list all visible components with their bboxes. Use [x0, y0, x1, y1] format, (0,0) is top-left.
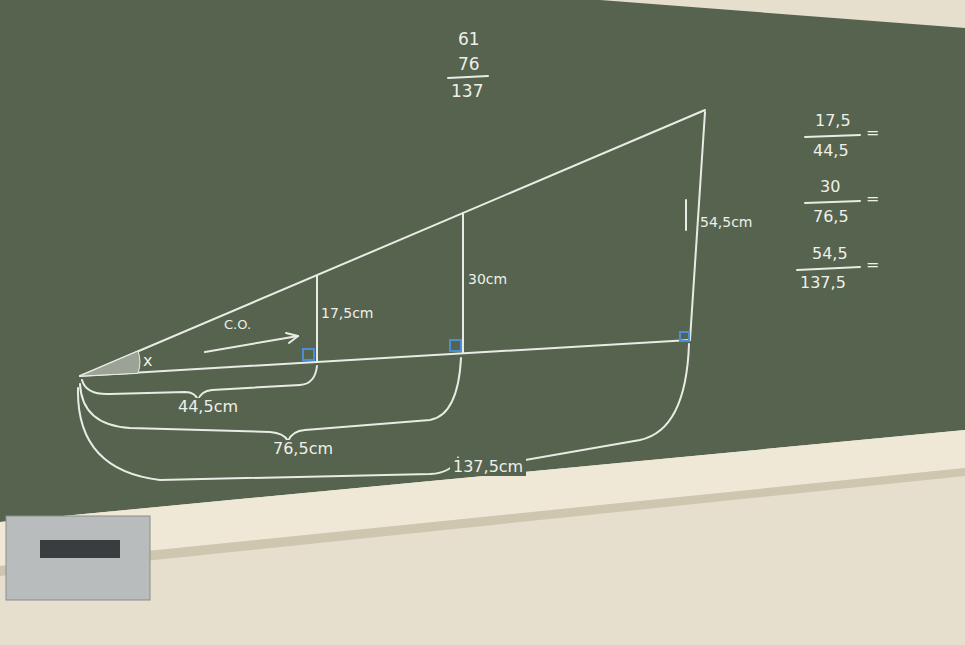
chalk-label: 137	[451, 82, 483, 101]
chalk-label: 76,5	[813, 208, 849, 226]
chalk-label: 137,5cm	[450, 458, 526, 476]
chalk-label: =	[866, 190, 879, 208]
chalk-label: 30	[820, 178, 840, 196]
chalk-label: 44,5	[813, 142, 849, 160]
chalk-label: C.O.	[224, 318, 251, 332]
chalk-label: 17,5cm	[321, 306, 374, 321]
chalk-label: 76,5cm	[270, 440, 336, 458]
chalk-label: 76	[458, 55, 480, 74]
chalk-label: 137,5	[800, 274, 846, 292]
chalk-label: 61	[458, 30, 480, 49]
chalk-label: 30cm	[468, 272, 507, 287]
chalk-label: =	[866, 256, 879, 274]
chalk-label: =	[866, 124, 879, 142]
chalk-label: 44,5cm	[175, 398, 241, 416]
chalk-label: 17,5	[815, 112, 851, 130]
chalk-label: x	[143, 352, 152, 370]
chalk-label: 54,5	[812, 245, 848, 263]
chalk-label: 54,5cm	[700, 215, 753, 230]
